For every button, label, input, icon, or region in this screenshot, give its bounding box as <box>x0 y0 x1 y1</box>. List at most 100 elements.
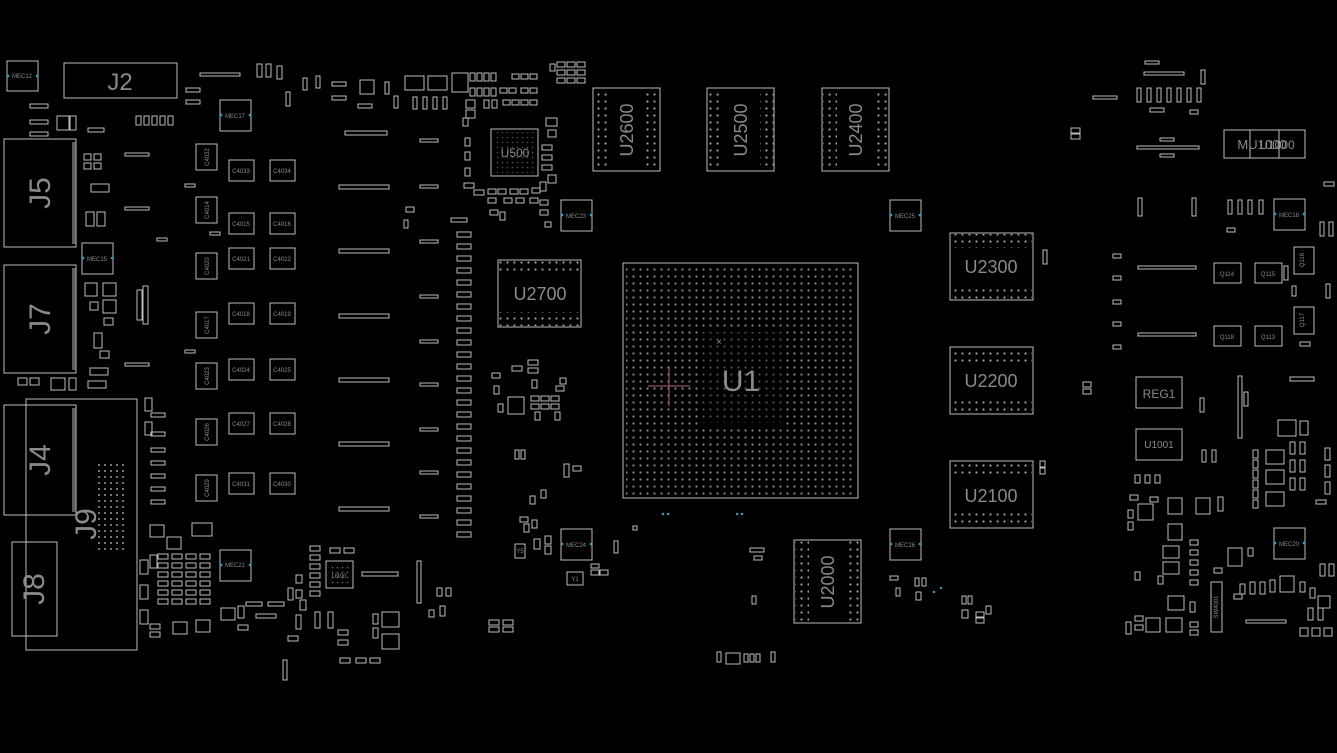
chip-mu1000[interactable]: MU1000 <box>1223 129 1287 159</box>
cap-c4024[interactable]: C4024 <box>228 358 255 381</box>
u2200-label: U2200 <box>964 371 1017 391</box>
cap-c4019[interactable]: C4019 <box>269 302 296 325</box>
right-vias <box>932 586 943 594</box>
q-116[interactable]: Q116 <box>1293 246 1315 275</box>
svg-text:C4016: C4016 <box>273 222 291 228</box>
q-114[interactable]: Q114 <box>1213 262 1242 284</box>
cap-c4034[interactable]: C4034 <box>269 159 296 182</box>
switch-sw4001[interactable]: SW4001 <box>1210 581 1223 633</box>
svg-text:C4021: C4021 <box>232 257 250 263</box>
j5-label: J5 <box>24 177 57 209</box>
chip-u1[interactable]: × U1 <box>622 262 859 499</box>
cap-c4021[interactable]: C4021 <box>228 247 255 270</box>
chip-u2700[interactable]: U2700 <box>497 259 582 328</box>
u900-passives <box>282 545 514 681</box>
cap-c4017[interactable]: C4017 <box>195 311 218 339</box>
left-passives <box>17 63 283 635</box>
u2400-label: U2400 <box>846 103 866 156</box>
mec-15[interactable]: MEC15 <box>81 242 114 275</box>
svg-text:C4030: C4030 <box>273 482 291 488</box>
chip-reg1[interactable]: REG1 <box>1135 376 1183 409</box>
center-passives <box>491 359 776 665</box>
cap-c4032[interactable]: C4032 <box>195 143 218 171</box>
chip-u2500[interactable]: U2500 <box>706 87 775 172</box>
mec12-label: MEC12 <box>12 74 33 80</box>
mec23-label: MEC23 <box>566 214 587 220</box>
mec20-label: MEC20 <box>1279 542 1300 548</box>
mec-23[interactable]: MEC23 <box>560 199 593 232</box>
cap-c4025[interactable]: C4025 <box>269 358 296 381</box>
chip-u2200[interactable]: U2200 <box>949 346 1034 415</box>
u2600-label: U2600 <box>617 103 637 156</box>
cap-c4027[interactable]: C4027 <box>228 412 255 435</box>
connector-j4[interactable]: J4 <box>3 404 77 516</box>
u2100-label: U2100 <box>964 486 1017 506</box>
u2300-label: U2300 <box>964 257 1017 277</box>
mec-25[interactable]: MEC25 <box>889 199 922 232</box>
q-117[interactable]: Q117 <box>1293 306 1315 335</box>
svg-text:C4014: C4014 <box>205 201 211 219</box>
svg-text:C4015: C4015 <box>232 222 250 228</box>
chip-u500[interactable]: U500 <box>490 128 539 177</box>
cap-c4023[interactable]: C4023 <box>195 362 218 390</box>
cap-c4030[interactable]: C4030 <box>269 472 296 495</box>
cap-c4022[interactable]: C4022 <box>269 247 296 270</box>
cap-c4033[interactable]: C4033 <box>228 159 255 182</box>
svg-text:C4023: C4023 <box>205 367 211 385</box>
j7-label: J7 <box>24 303 57 335</box>
svg-text:C4020: C4020 <box>205 257 211 275</box>
mec-17[interactable]: MEC17 <box>219 99 252 132</box>
cap-c4029[interactable]: C4029 <box>195 474 218 502</box>
reg1-label: REG1 <box>1143 387 1176 401</box>
cap-c4016[interactable]: C4016 <box>269 212 296 235</box>
cap-c4015[interactable]: C4015 <box>228 212 255 235</box>
y5-label: Y5 <box>516 549 524 555</box>
j4-label: J4 <box>24 444 57 476</box>
chip-u2300[interactable]: U2300 <box>949 232 1034 301</box>
chip-u2100[interactable]: U2100 <box>949 460 1034 529</box>
mec26-label: MEC26 <box>895 543 916 549</box>
cap-c4026[interactable]: C4026 <box>195 418 218 446</box>
mec-26[interactable]: MEC26 <box>889 528 922 561</box>
connector-j9[interactable]: J9 <box>25 398 138 651</box>
svg-text:Q118: Q118 <box>1220 335 1235 341</box>
cap-c4020[interactable]: C4020 <box>195 252 218 280</box>
connector-j5[interactable]: J5 <box>3 138 77 248</box>
j9-label: J9 <box>70 508 103 540</box>
cap-c4014[interactable]: C4014 <box>195 196 218 224</box>
cap-c4018[interactable]: C4018 <box>228 302 255 325</box>
connector-j2[interactable]: J2 <box>63 62 178 99</box>
cap-c4028[interactable]: C4028 <box>269 412 296 435</box>
chip-u900[interactable]: U900 <box>325 560 354 589</box>
connector-j7[interactable]: J7 <box>3 264 77 374</box>
svg-text:Q116: Q116 <box>1300 252 1306 267</box>
svg-text:C4024: C4024 <box>232 368 250 374</box>
mec-24[interactable]: MEC24 <box>560 528 593 561</box>
chip-u2000[interactable]: U2000 <box>793 539 862 624</box>
chip-y5[interactable]: Y5 <box>514 543 526 559</box>
mec-12[interactable]: MEC12 <box>6 60 39 92</box>
svg-text:C4017: C4017 <box>205 316 211 334</box>
q-115[interactable]: Q115 <box>1254 262 1283 284</box>
chip-u2400[interactable]: U2400 <box>821 87 890 172</box>
q-118[interactable]: Q118 <box>1213 325 1242 347</box>
chip-y1[interactable]: Y1 <box>566 571 584 586</box>
svg-text:Q117: Q117 <box>1300 312 1306 327</box>
chip-u1001[interactable]: U1001 <box>1135 428 1183 461</box>
mec-21[interactable]: MEC21 <box>219 549 252 582</box>
q-113[interactable]: Q113 <box>1254 325 1283 347</box>
j2-label: J2 <box>107 69 132 96</box>
chip-u2600[interactable]: U2600 <box>592 87 661 172</box>
u1-x-mark: × <box>716 337 722 348</box>
svg-text:C4033: C4033 <box>232 169 250 175</box>
mec-20[interactable]: MEC20 <box>1273 527 1306 560</box>
cap-c4031[interactable]: C4031 <box>228 472 255 495</box>
mu1000-label: MU1000 <box>1237 137 1286 152</box>
mec-accent-dots <box>6 74 1306 567</box>
svg-text:C4025: C4025 <box>273 368 291 374</box>
mec-18[interactable]: MEC18 <box>1273 198 1306 231</box>
top-passives <box>285 61 586 229</box>
u2700-label: U2700 <box>513 284 566 304</box>
connector-j8[interactable]: J8 <box>11 541 58 637</box>
